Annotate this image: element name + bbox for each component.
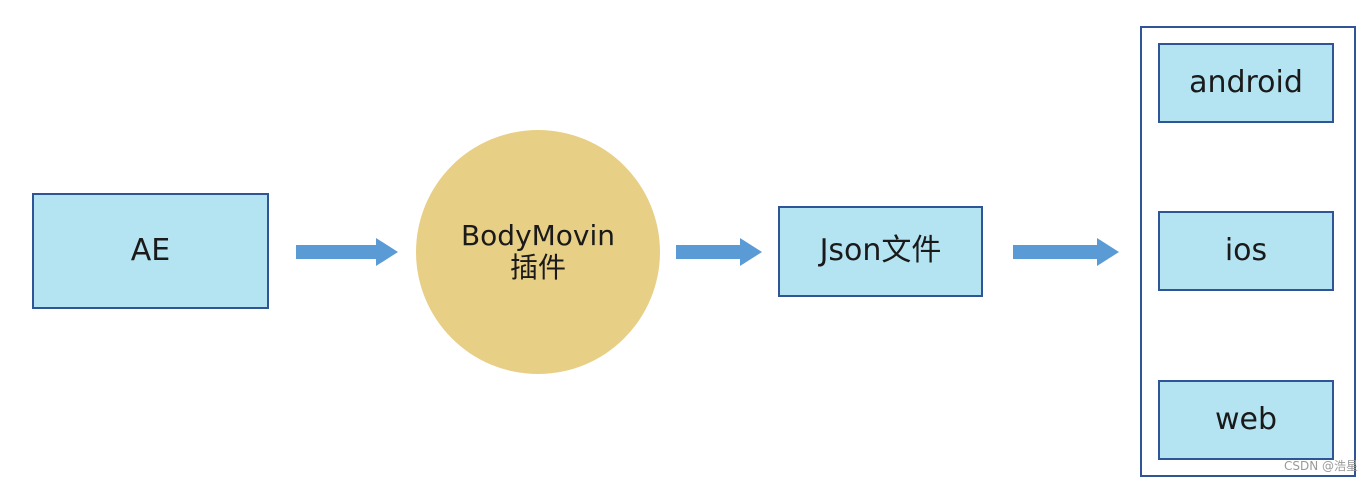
web-label: web — [1214, 401, 1278, 437]
bodymovin-label-line1: BodyMovin — [460, 218, 616, 252]
android-label: android — [1189, 64, 1303, 100]
watermark: CSDN @浩星 — [1283, 459, 1358, 473]
ios-node: ios — [1158, 211, 1334, 291]
bodymovin-node: BodyMovin 插件 — [416, 130, 660, 374]
arrow-right-icon — [1013, 238, 1119, 266]
ae-node: AE — [32, 193, 269, 309]
bodymovin-label: BodyMovin 插件 — [460, 218, 616, 284]
android-node: android — [1158, 43, 1334, 123]
ios-label: ios — [1224, 232, 1268, 268]
bodymovin-label-line2: 插件 — [509, 251, 566, 284]
arrow-right-icon — [676, 238, 762, 266]
json-file-node: Json文件 — [778, 206, 983, 297]
ae-label: AE — [130, 232, 171, 268]
web-node: web — [1158, 380, 1334, 460]
arrow-right-icon — [296, 238, 398, 266]
json-file-label: Json文件 — [819, 233, 942, 269]
